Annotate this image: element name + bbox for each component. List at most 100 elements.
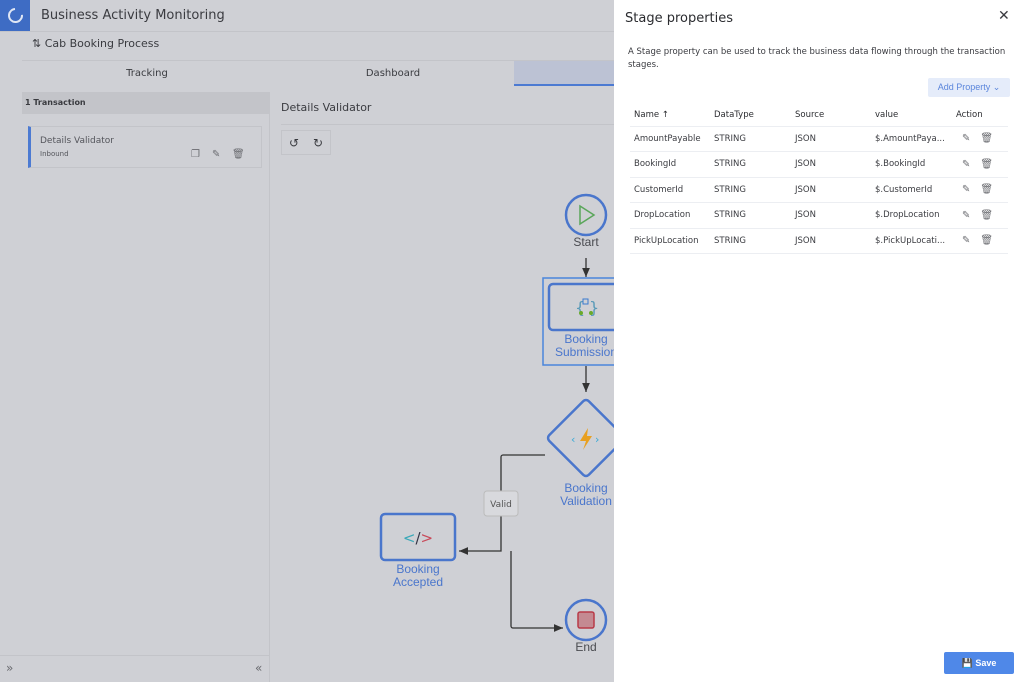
app-logo-icon[interactable] bbox=[0, 0, 30, 31]
tab-tracking[interactable]: Tracking bbox=[126, 68, 168, 79]
col-value: value bbox=[875, 109, 899, 120]
cell-source: JSON bbox=[791, 227, 871, 254]
edit-icon[interactable]: ✎ bbox=[962, 209, 971, 221]
col-action: Action bbox=[956, 109, 983, 120]
tab-dashboard[interactable]: Dashboard bbox=[365, 68, 421, 79]
cell-value: $.AmountPaya... bbox=[871, 125, 952, 152]
delete-icon[interactable]: 🗑 bbox=[980, 209, 994, 221]
delete-icon[interactable]: 🗑 bbox=[980, 158, 994, 170]
svg-text:›: › bbox=[595, 433, 599, 446]
card-subtitle: Inbound bbox=[40, 150, 69, 158]
svg-text:}: } bbox=[589, 298, 599, 317]
edit-icon[interactable]: ✎ bbox=[962, 158, 971, 170]
save-icon: 💾 bbox=[961, 657, 976, 668]
transaction-sidebar: 1 Transaction Details Validator Inbound … bbox=[22, 92, 270, 682]
edit-icon[interactable]: ✎ bbox=[212, 149, 221, 160]
app-title: Business Activity Monitoring bbox=[41, 8, 225, 23]
cell-name: BookingId bbox=[630, 151, 710, 177]
process-diagram: { } ‹› Valid </> bbox=[379, 193, 614, 642]
stage-properties-panel: Stage properties ✕ A Stage property can … bbox=[614, 0, 1024, 682]
cell-name: AmountPayable bbox=[630, 125, 710, 152]
app-header bbox=[0, 0, 1024, 32]
end-label: End bbox=[575, 640, 597, 654]
edit-icon[interactable]: ✎ bbox=[962, 235, 971, 247]
redo-icon[interactable]: ↻ bbox=[312, 135, 324, 150]
cell-source: JSON bbox=[791, 151, 871, 177]
connectors bbox=[459, 258, 590, 632]
booking-submission-node[interactable]: { } bbox=[542, 277, 614, 366]
delete-icon[interactable]: 🗑 bbox=[232, 149, 245, 160]
stop-icon bbox=[577, 611, 595, 629]
cell-datatype: STRING bbox=[710, 151, 791, 177]
card-title: Details Validator bbox=[40, 136, 114, 146]
start-node[interactable] bbox=[564, 193, 608, 237]
delete-icon[interactable]: 🗑 bbox=[980, 133, 994, 145]
properties-table: Name ↑ DataType Source value Action Amou… bbox=[630, 104, 1008, 254]
col-source: Source bbox=[795, 109, 825, 120]
booking-validation-node[interactable]: ‹› bbox=[546, 398, 614, 478]
close-icon[interactable]: ✕ bbox=[998, 8, 1010, 24]
col-name[interactable]: Name ↑ bbox=[634, 109, 669, 120]
cell-value: $.CustomerId bbox=[871, 176, 952, 203]
svg-text:Valid: Valid bbox=[490, 500, 512, 510]
play-icon bbox=[579, 204, 596, 226]
add-property-button[interactable]: Add Property ⌄ bbox=[928, 78, 1010, 97]
cell-action: ✎🗑 bbox=[952, 202, 1008, 228]
svg-text:</>: </> bbox=[403, 529, 433, 547]
delete-icon[interactable]: 🗑 bbox=[980, 235, 994, 247]
tab-active[interactable] bbox=[514, 61, 622, 86]
cell-action: ✎🗑 bbox=[952, 227, 1008, 254]
function-icon bbox=[580, 428, 592, 450]
cell-action: ✎🗑 bbox=[952, 176, 1008, 203]
panel-title: Stage properties bbox=[625, 11, 734, 26]
cell-source: JSON bbox=[791, 176, 871, 203]
canvas-title: Details Validator bbox=[281, 101, 372, 114]
divider bbox=[281, 124, 621, 125]
valid-label: Valid bbox=[483, 490, 519, 517]
col-datatype: DataType bbox=[714, 109, 754, 120]
cell-source: JSON bbox=[791, 125, 871, 152]
panel-description: A Stage property can be used to track th… bbox=[628, 47, 1006, 70]
cell-value: $.PickUpLocati... bbox=[871, 227, 952, 254]
process-icon: ⇅ bbox=[32, 37, 45, 50]
cell-name: PickUpLocation bbox=[630, 227, 710, 254]
transaction-count: 1 Transaction bbox=[22, 92, 270, 114]
cell-value: $.BookingId bbox=[871, 151, 952, 177]
cell-datatype: STRING bbox=[710, 202, 791, 228]
svg-text:‹: ‹ bbox=[571, 433, 575, 446]
cell-source: JSON bbox=[791, 202, 871, 228]
sidebar-footer: » « bbox=[0, 655, 270, 682]
tab-bar: Tracking Dashboard bbox=[22, 60, 622, 86]
booking-accepted-node[interactable]: </> bbox=[379, 512, 457, 562]
edit-icon[interactable]: ✎ bbox=[962, 184, 971, 196]
cell-datatype: STRING bbox=[710, 125, 791, 152]
copy-icon[interactable]: ❐ bbox=[191, 149, 200, 160]
transaction-card[interactable]: Details Validator Inbound ❐ ✎ 🗑 bbox=[28, 126, 262, 168]
delete-icon[interactable]: 🗑 bbox=[980, 184, 994, 196]
collapse-icon[interactable]: « bbox=[255, 661, 263, 675]
edit-icon[interactable]: ✎ bbox=[962, 133, 971, 145]
cell-datatype: STRING bbox=[710, 176, 791, 203]
end-node[interactable] bbox=[564, 598, 608, 642]
undo-icon[interactable]: ↺ bbox=[288, 135, 300, 150]
workflow-icon: { bbox=[575, 298, 585, 317]
expand-icon[interactable]: » bbox=[6, 661, 14, 675]
undo-redo-toolbar: ↺↻ bbox=[281, 130, 331, 155]
save-button[interactable]: 💾 Save bbox=[944, 652, 1014, 674]
cell-name: CustomerId bbox=[630, 176, 710, 203]
process-title: ⇅ Cab Booking Process bbox=[32, 37, 160, 50]
cell-action: ✎🗑 bbox=[952, 125, 1008, 152]
cell-name: DropLocation bbox=[630, 202, 710, 228]
cell-action: ✎🗑 bbox=[952, 151, 1008, 177]
connector-to-end bbox=[510, 551, 563, 632]
cell-datatype: STRING bbox=[710, 227, 791, 254]
start-label: Start bbox=[573, 235, 599, 249]
